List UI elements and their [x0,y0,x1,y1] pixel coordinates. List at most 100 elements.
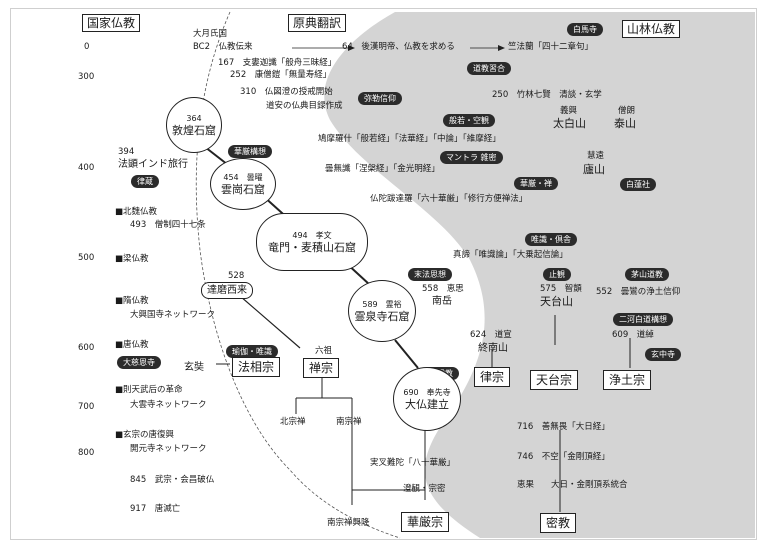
beiwei: ■北魏仏教 [115,207,158,217]
school-mikkyo: 密教 [540,513,577,533]
buddhabhadra: 仏陀跋達羅「六十華厳」「修行方便禅法」 [370,194,528,204]
pill-yuishiki: 唯識・倶舎 [525,233,577,246]
year-0: 0 [84,42,90,52]
yungang-label: 雲崗石窟 [221,182,265,196]
pill-yuga: 瑜伽・唯識 [226,345,278,358]
pill-niga: 二河白道構想 [613,313,673,326]
node-dunhuang: 364 敦煌石窟 [166,97,222,153]
school-jodo: 浄土宗 [603,370,652,390]
pill-ritsu: 律蔵 [131,175,159,188]
dabutsu-year: 690 奉先寺 [403,387,451,397]
bc2: BC2 仏教伝来 [193,42,253,52]
y624: 624 道宣 [470,330,512,340]
node-lingquan: 589 霊裕 霊泉寺石窟 [348,280,416,342]
pill-kegonzen: 華厳・禅 [514,177,558,190]
shunan: 終南山 [478,343,508,354]
pill-kegon: 華厳構想 [228,145,272,158]
y528: 528 [228,271,245,281]
faxian-year: 394 [118,147,135,157]
year-400: 400 [78,163,95,173]
rokuso: 六祖 [315,346,333,356]
y575: 575 智顗 [540,284,582,294]
y252: 252 康僧鎧「無量寿経」 [230,70,332,80]
year-300: 300 [78,72,95,82]
pill-maoshan: 茅山道教 [625,268,669,281]
keika: 恵果 大日・金剛頂系統合 [517,480,628,490]
year-700: 700 [78,402,95,412]
eon: 慧遠 [587,151,605,161]
taizan: 泰山 [614,117,636,130]
chogan: 澄観・宗密 [403,484,446,494]
y310: 310 仏図澄の授戒開始 [240,87,333,97]
school-ritsu: 律宗 [474,367,511,387]
y558: 558 恵思 [422,284,464,294]
nanshu-koryu: 南宗禅興隆 [327,518,370,528]
dunhuang-label: 敦煌石窟 [172,123,216,137]
section-national-buddhism: 国家仏教 [82,14,141,32]
node-daruma: 達磨西来 [201,282,253,299]
kumarajiva: 鳩摩羅什「般若経」「法華経」「中論」「維摩経」 [318,134,501,144]
daigetsu: 大月氏国 [193,29,228,39]
school-zen: 禅宗 [303,358,340,378]
y609: 609 道綽 [612,330,654,340]
longmen-year: 494 孝文 [292,230,332,240]
pill-byakuren: 白蓮社 [620,178,656,191]
y493: 493 僧制四十七条 [130,220,206,230]
hokushu: 北宗禅 [280,417,306,427]
y845: 845 武宗・会昌破仏 [130,475,215,485]
liang: ■梁仏教 [115,254,149,264]
gisho: 義興 [560,106,578,116]
dharmaksema: 曇無讖「涅槃経」「金光明経」 [325,164,440,174]
dabutsu-label: 大仏建立 [405,397,449,411]
taihakusan: 太白山 [553,117,586,130]
year-600: 600 [78,343,95,353]
node-yungang: 454 曇曜 雲崗石窟 [210,158,276,210]
tang: ■唐仏教 [115,340,149,350]
pill-daijionji: 大慈恩寺 [117,356,161,369]
tendaisan: 天台山 [540,295,573,308]
section-mountain-buddhism: 山林仏教 [622,20,681,38]
wuzetian: ■則天武后の革命 [115,385,183,395]
school-kegon: 華厳宗 [401,512,450,532]
school-tendai: 天台宗 [530,370,579,390]
lingquan-label: 霊泉寺石窟 [354,309,410,323]
longmen-label: 竜門・麦積山石窟 [268,240,356,254]
xuanzang: 玄奘 [184,362,204,373]
node-longmen: 494 孝文 竜門・麦積山石窟 [256,213,368,271]
lingquan-year: 589 霊裕 [362,299,402,309]
arrow-64-head [498,45,505,51]
shikshananda: 実叉難陀「八十華厳」 [370,458,456,468]
y552: 552 曇鸞の浄土信仰 [596,287,681,297]
y167: 167 支婁迦讖「般舟三昧経」 [218,58,337,68]
pill-miroku: 弥勒信仰 [358,92,402,105]
mountain-buddhism-band [324,12,755,538]
link-daruma-zen [239,295,301,349]
y716: 716 善無畏「大日経」 [517,422,610,432]
y250: 250 竹林七賢 清談・玄学 [492,90,602,100]
diagram-frame [10,8,757,540]
year-800: 800 [78,448,95,458]
link-lingquan-dabutsu [394,339,419,369]
y64: 64 後漢明帝、仏教を求める [342,42,455,52]
pill-mantra: マントラ 雑密 [440,151,503,164]
nanshu: 南宗禅 [336,417,362,427]
y917: 917 唐滅亡 [130,504,181,514]
wuzetian-net: 大雲寺ネットワーク [130,400,207,410]
year-500: 500 [78,253,95,263]
school-hosso: 法相宗 [232,357,281,377]
pill-hannya: 般若・空観 [443,114,495,127]
nangaku: 南岳 [432,296,452,307]
pill-dokyo: 道教習合 [467,62,511,75]
arrow-bc2-head [348,45,355,51]
xuanzang-texts: 真諦「唯識論」「大乗起信論」 [453,250,568,260]
faxian: 法顕インド旅行 [118,159,188,170]
pill-hakubaji: 白馬寺 [567,23,603,36]
node-dabutsu: 690 奉先寺 大仏建立 [393,367,461,431]
yungang-year: 454 曇曜 [223,172,263,182]
section-text-translation: 原典翻訳 [288,14,347,32]
soro: 僧朗 [618,106,636,116]
dunhuang-year: 364 [186,113,202,123]
sishier: 竺法蘭「四十二章句」 [508,42,594,52]
sui-net: 大興国寺ネットワーク [130,310,216,320]
